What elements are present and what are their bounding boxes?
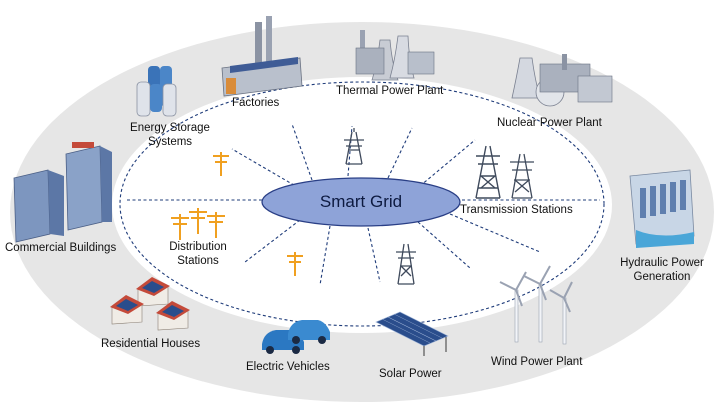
battery-icon bbox=[136, 66, 177, 117]
label-factories: Factories bbox=[232, 97, 280, 109]
wind-turbine-icon bbox=[499, 265, 573, 345]
smart-grid-hub bbox=[261, 177, 461, 227]
pole-icon-bottom bbox=[287, 252, 303, 276]
label-energy-storage-2: Systems bbox=[147, 136, 193, 148]
pole-icon-top bbox=[213, 152, 229, 176]
electric-car-icon bbox=[262, 320, 330, 354]
label-solar-power: Solar Power bbox=[379, 368, 442, 380]
factory-icon bbox=[221, 16, 303, 97]
nuclear-plant-icon bbox=[511, 54, 613, 107]
label-electric-vehicles: Electric Vehicles bbox=[246, 361, 330, 373]
thermal-plant-icon bbox=[355, 30, 435, 81]
label-distribution-2: Stations bbox=[177, 255, 219, 267]
label-transmission-stations: Transmission Stations bbox=[460, 204, 573, 216]
label-hydraulic-power-2: Generation bbox=[633, 271, 691, 283]
tower-icon-right-1 bbox=[475, 145, 501, 199]
label-hydraulic-power-1: Hydraulic Power bbox=[620, 257, 704, 269]
solar-panel-icon bbox=[375, 311, 449, 356]
houses-icon bbox=[110, 277, 190, 331]
label-thermal-power-plant: Thermal Power Plant bbox=[336, 85, 444, 97]
tower-icon-right-2 bbox=[510, 153, 534, 199]
hydro-dam-icon bbox=[629, 169, 695, 248]
tower-icon-top bbox=[344, 128, 364, 165]
label-residential-houses: Residential Houses bbox=[101, 338, 201, 350]
label-wind-power-plant: Wind Power Plant bbox=[491, 356, 583, 368]
label-nuclear-power-plant: Nuclear Power Plant bbox=[497, 117, 602, 129]
tower-icon-bottom bbox=[396, 243, 416, 285]
label-distribution-1: Distribution bbox=[169, 241, 227, 253]
office-buildings-icon bbox=[13, 142, 112, 243]
smart-grid-label: Smart Grid bbox=[319, 192, 403, 211]
label-commercial-buildings: Commercial Buildings bbox=[5, 242, 117, 254]
inner-ring bbox=[119, 81, 605, 327]
label-energy-storage-1: Energy Storage bbox=[130, 122, 210, 134]
pole-icon-cluster bbox=[171, 208, 225, 240]
